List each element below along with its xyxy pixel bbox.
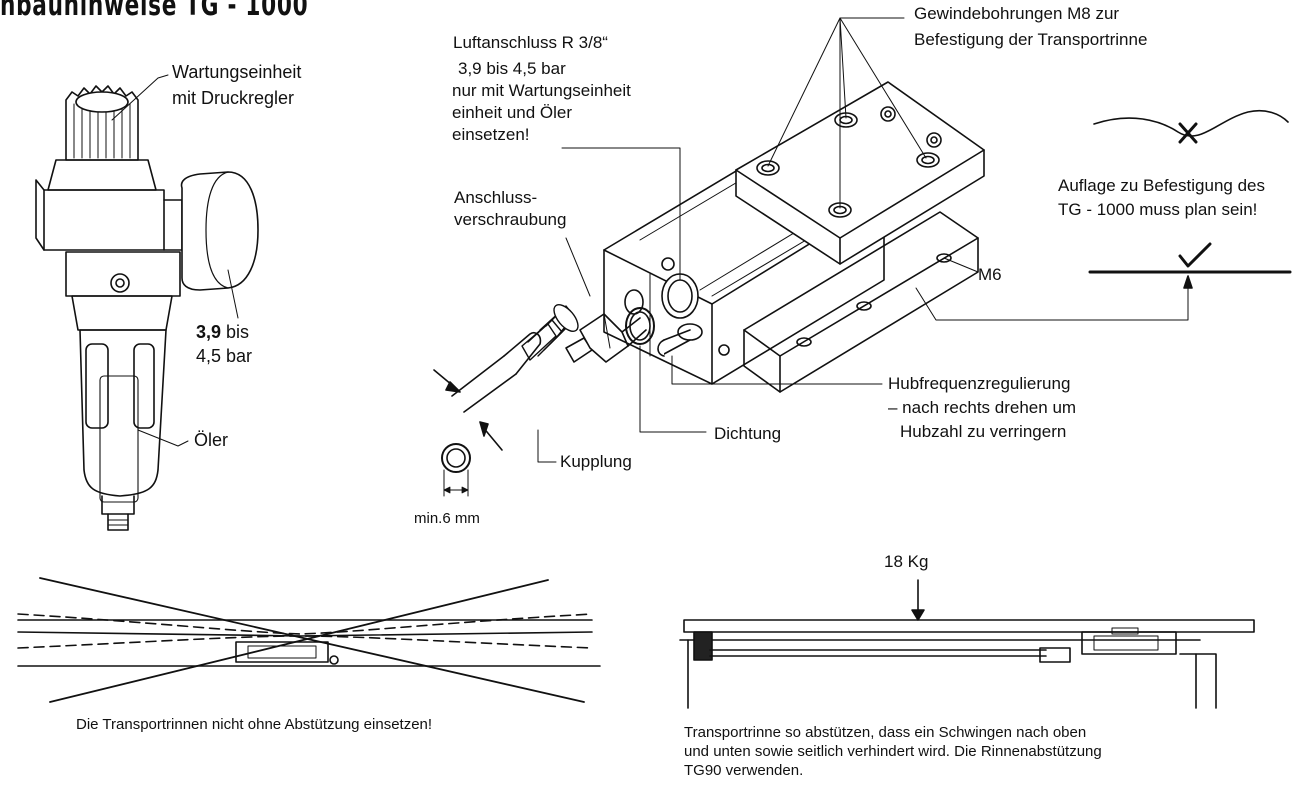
- leader-wartungseinheit: [111, 74, 169, 121]
- flatness-indicator: [915, 109, 1292, 321]
- pressure-bis: bis: [221, 322, 250, 342]
- leader-auflage: [915, 281, 1189, 321]
- label-gewinde-2: Befestigung der Transportrinne: [914, 30, 1148, 49]
- caption-correct-2: und unten sowie seitlich verhindert wird…: [684, 743, 1102, 760]
- leader-dichtung: [639, 345, 707, 433]
- air-tube: [451, 355, 517, 413]
- label-luftanschluss-4: einheit und Öler: [452, 103, 573, 122]
- page-title: nbauhinweise TG - 1000: [0, 0, 309, 23]
- coupling: [521, 304, 579, 361]
- maintenance-unit-drawing: [35, 74, 259, 531]
- label-druckregler: mit Druckregler: [172, 88, 295, 108]
- leader-oeler: [137, 429, 189, 447]
- pressure-gauge: [180, 171, 259, 291]
- pressure-value-bold: 3,9: [196, 322, 222, 342]
- caption-wrong-mounting: Die Transportrinnen nicht ohne Abstützun…: [76, 716, 433, 733]
- label-hub-3: Hubzahl zu verringern: [900, 422, 1067, 441]
- regulator-knob: [65, 85, 139, 161]
- label-anschluss-1: Anschluss-: [454, 188, 538, 207]
- label-hub-2: – nach rechts drehen um: [888, 398, 1077, 417]
- seal-ring: [625, 307, 655, 345]
- label-gewinde-1: Gewindebohrungen M8 zur: [914, 4, 1120, 23]
- label-kupplung: Kupplung: [560, 452, 632, 471]
- label-hub-1: Hubfrequenzregulierung: [888, 374, 1071, 393]
- label-m6: M6: [978, 265, 1002, 284]
- label-oeler: Öler: [194, 430, 229, 450]
- label-pressure-line2: 4,5 bar: [196, 346, 253, 366]
- oiler-bowl: [79, 329, 167, 497]
- tube-ring: [441, 443, 471, 473]
- label-anschluss-2: verschraubung: [454, 210, 567, 229]
- label-weight: 18 Kg: [884, 552, 929, 571]
- wrong-mounting-drawing: [17, 577, 601, 703]
- label-luftanschluss-1: Luftanschluss R 3/8“: [453, 33, 608, 52]
- label-wartungseinheit: Wartungseinheit: [172, 62, 302, 82]
- caption-correct-1: Transportrinne so abstützen, dass ein Sc…: [684, 724, 1087, 741]
- label-luftanschluss-2: 3,9 bis 4,5 bar: [458, 59, 566, 78]
- label-auflage-2: TG - 1000 muss plan sein!: [1058, 200, 1258, 219]
- leader-m6: [943, 257, 979, 273]
- label-min-tube: min.6 mm: [414, 510, 480, 527]
- label-luftanschluss-5: einsetzen!: [452, 125, 530, 144]
- label-dichtung: Dichtung: [714, 424, 782, 443]
- label-luftanschluss-3: nur mit Wartungseinheit: [452, 81, 631, 100]
- label-auflage-1: Auflage zu Befestigung des: [1058, 176, 1265, 195]
- leader-luftanschluss: [561, 147, 681, 281]
- caption-correct-3: TG90 verwenden.: [684, 762, 804, 779]
- tg1000-drawing: [561, 17, 985, 393]
- leader-kupplung: [537, 429, 557, 463]
- correct-support-drawing: [679, 579, 1255, 709]
- leader-anschluss: [565, 237, 591, 297]
- leader-hub: [671, 355, 883, 385]
- frequency-screw: [677, 323, 703, 341]
- label-pressure-line1: 3,9 bis: [196, 322, 249, 344]
- leader-pressure: [227, 269, 239, 319]
- top-plate: [735, 81, 985, 265]
